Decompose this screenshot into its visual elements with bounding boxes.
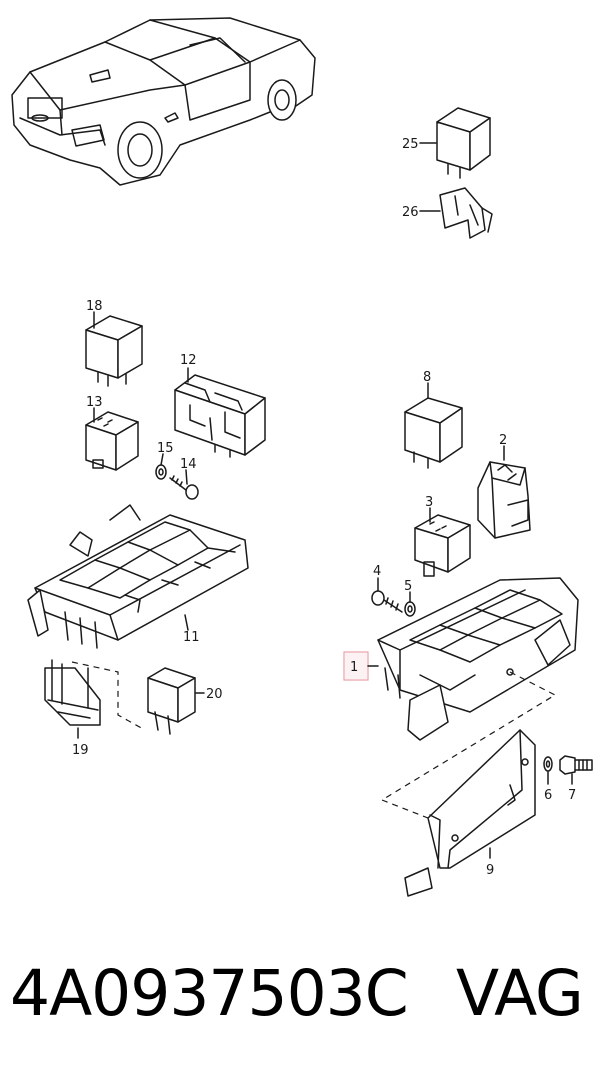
washer-5 <box>404 601 416 617</box>
callout-15: 15 <box>157 441 174 456</box>
callout-19: 19 <box>72 743 89 758</box>
washer-15 <box>155 464 167 480</box>
part-number: 4A0937503C <box>10 957 409 1030</box>
callout-14: 14 <box>180 457 197 472</box>
callout-3: 3 <box>425 495 433 510</box>
callout-18: 18 <box>86 299 103 314</box>
relay-25 <box>436 107 491 179</box>
callout-6: 6 <box>544 788 552 803</box>
callout-7: 7 <box>568 788 576 803</box>
relay-3 <box>414 514 471 577</box>
parts-diagram: 25 26 18 13 12 15 <box>11 17 593 897</box>
callout-9: 9 <box>486 863 494 878</box>
callout-12: 12 <box>180 353 197 368</box>
callout-25: 25 <box>402 137 419 152</box>
washer-6 <box>543 756 553 772</box>
callout-1: 1 <box>350 660 358 675</box>
relay-18 <box>85 315 143 387</box>
callout-26: 26 <box>402 205 419 220</box>
relay-13 <box>85 411 139 471</box>
relay-holder-12 <box>174 374 266 458</box>
relay-plate-1 <box>377 577 579 741</box>
callout-20: 20 <box>206 687 223 702</box>
callout-5: 5 <box>404 579 412 594</box>
callout-11: 11 <box>183 630 200 645</box>
callout-4: 4 <box>373 564 381 579</box>
car-illustration <box>11 17 316 186</box>
relay-bracket-26 <box>439 187 493 239</box>
screw-14 <box>169 475 199 500</box>
relay-8 <box>404 397 463 469</box>
relay-holder-19 <box>44 659 101 726</box>
bracket-9 <box>404 729 536 897</box>
callout-8: 8 <box>423 370 431 385</box>
relay-20 <box>147 667 196 735</box>
screw-4 <box>371 590 403 613</box>
relay-2 <box>477 461 531 539</box>
callout-13: 13 <box>86 395 103 410</box>
screw-7 <box>559 755 593 775</box>
callout-2: 2 <box>499 433 507 448</box>
relay-plate-11 <box>27 504 249 649</box>
brand-name: VAG <box>456 957 584 1030</box>
